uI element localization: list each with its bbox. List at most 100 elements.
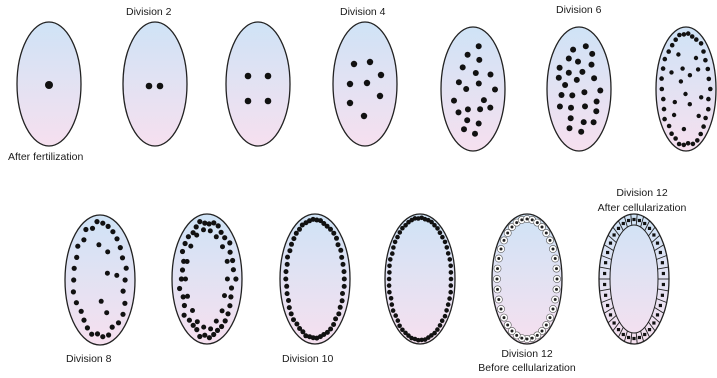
nucleus — [708, 87, 713, 92]
cell-nucleus — [622, 222, 625, 225]
nucleus — [461, 126, 467, 132]
nucleus — [180, 267, 185, 272]
nucleus — [460, 64, 466, 70]
nucleus — [216, 223, 221, 228]
nucleus — [691, 142, 696, 147]
label-after-fertilization: After fertilization — [8, 151, 83, 163]
nucleus — [120, 255, 125, 260]
nucleus — [123, 277, 128, 282]
nucleus — [701, 124, 706, 129]
nucleus — [336, 311, 341, 316]
nucleus — [554, 298, 557, 301]
nucleus — [208, 228, 213, 233]
nucleus — [526, 218, 529, 221]
nucleus — [79, 309, 84, 314]
nucleus — [231, 267, 236, 272]
nucleus — [506, 324, 509, 327]
embryo-division-1 — [123, 22, 187, 146]
nucleus — [94, 219, 99, 224]
nucleus — [211, 220, 216, 225]
nucleus — [552, 248, 555, 251]
nucleus — [285, 255, 290, 260]
nucleus — [688, 73, 692, 77]
cell-nucleus — [627, 336, 630, 339]
nucleus — [515, 221, 518, 224]
nucleus — [116, 320, 121, 325]
nucleus — [220, 244, 225, 249]
nucleus — [287, 305, 292, 310]
embryo-division-10 — [280, 214, 350, 344]
nucleus — [390, 251, 395, 256]
nucleus — [219, 324, 224, 329]
nucleus — [597, 88, 603, 94]
cell-nucleus — [652, 233, 655, 236]
nucleus — [448, 257, 453, 262]
nucleus — [699, 95, 703, 99]
nucleus — [118, 245, 123, 250]
nucleus — [497, 298, 500, 301]
nucleus — [297, 326, 302, 331]
nucleus — [568, 115, 574, 121]
embryo-division-5 — [441, 27, 505, 151]
nucleus — [541, 330, 544, 333]
nucleus — [673, 100, 677, 104]
nucleus — [679, 79, 683, 83]
nucleus — [594, 99, 600, 105]
nucleus — [227, 303, 232, 308]
nucleus — [228, 294, 233, 299]
nucleus — [105, 249, 110, 254]
cell-nucleus — [627, 219, 630, 222]
nucleus — [536, 334, 539, 337]
nucleus — [391, 308, 396, 313]
nucleus — [464, 117, 470, 123]
cell-nucleus — [632, 218, 635, 221]
nucleus — [99, 299, 104, 304]
nucleus — [194, 224, 199, 229]
nucleus — [96, 242, 101, 247]
nucleus — [110, 229, 115, 234]
label-division-12-before-line2: Before cellularization — [478, 362, 576, 374]
nucleus — [520, 337, 523, 340]
nucleus — [181, 294, 186, 299]
nucleus — [336, 242, 341, 247]
nucleus — [72, 266, 77, 271]
cell-nucleus — [662, 283, 665, 286]
nucleus — [581, 89, 587, 95]
nucleus — [463, 86, 469, 92]
nucleus — [340, 291, 345, 296]
nucleus — [706, 97, 711, 102]
nucleus — [201, 325, 206, 330]
embryo-after-fertilization — [17, 22, 81, 146]
nucleus — [387, 290, 392, 295]
nucleus — [520, 218, 523, 221]
nucleus — [706, 107, 711, 112]
nucleus — [583, 43, 589, 49]
nucleus — [364, 80, 370, 86]
nucleus — [215, 328, 220, 333]
nucleus — [291, 236, 296, 241]
nucleus — [177, 286, 182, 291]
nucleus — [706, 67, 711, 72]
nucleus — [465, 106, 471, 112]
nucleus — [157, 83, 164, 90]
nucleus — [511, 330, 514, 333]
nucleus — [388, 257, 393, 262]
nucleus — [331, 231, 336, 236]
nucleus — [496, 267, 499, 270]
nucleus — [120, 312, 125, 317]
nucleus — [451, 98, 457, 104]
nucleus — [438, 323, 443, 328]
nucleus — [549, 316, 552, 319]
nucleus — [393, 313, 398, 318]
nucleus — [225, 277, 230, 282]
embryo-division-12-before-cellularization — [492, 214, 562, 344]
nucleus — [121, 289, 126, 294]
nucleus — [197, 334, 202, 339]
nucleus — [541, 226, 544, 229]
nucleus — [443, 314, 448, 319]
nucleus — [85, 325, 90, 330]
nucleus — [228, 250, 233, 255]
nucleus — [575, 59, 581, 65]
nucleus — [180, 249, 185, 254]
